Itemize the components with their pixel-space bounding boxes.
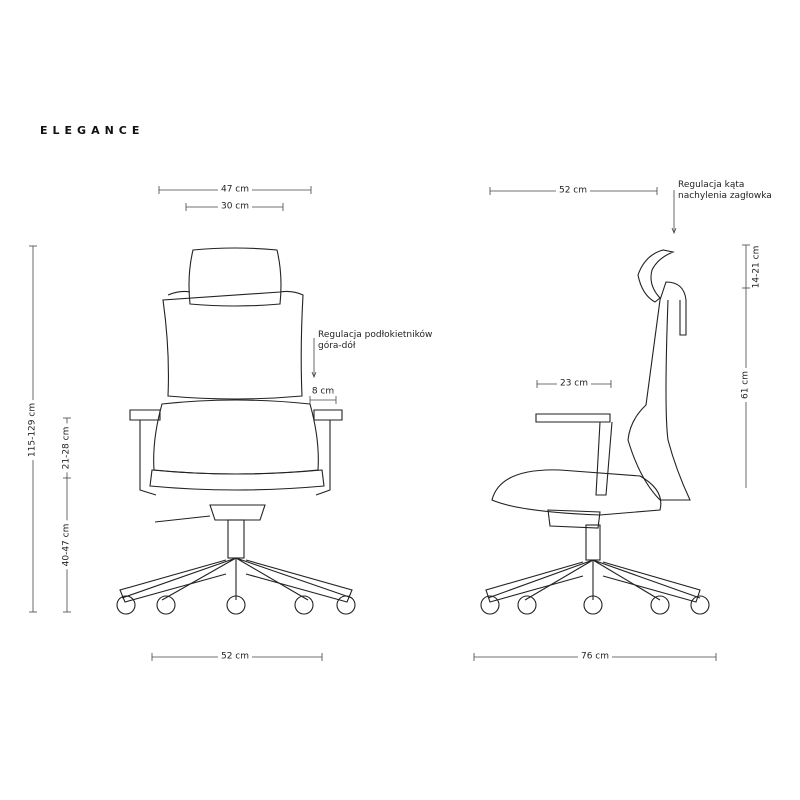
armrest-depth-label: 23 cm xyxy=(556,378,592,390)
base-depth-label: 76 cm xyxy=(577,651,613,663)
armrest-width-label: 8 cm xyxy=(311,386,335,397)
armrest-height-label: 21-28 cm xyxy=(61,423,73,473)
total-height-label: 115-129 cm xyxy=(27,399,39,461)
headrest-width-label: 30 cm xyxy=(217,201,253,213)
armrest-adjust-note: Regulacja podłokietników góra-dół xyxy=(318,330,433,351)
seat-height-label: 40-47 cm xyxy=(61,520,73,570)
front-chair xyxy=(116,247,356,615)
base-width-label: 52 cm xyxy=(217,651,253,663)
side-chair xyxy=(480,249,710,615)
back-height-label: 61 cm xyxy=(740,367,752,403)
side-wheels xyxy=(480,595,710,615)
headrest-angle-note: Regulacja kąta nachylenia zagłowka xyxy=(678,180,772,201)
product-title: ELEGANCE xyxy=(40,124,145,137)
front-wheels xyxy=(116,595,356,615)
headrest-adjust-label: 14-21 cm xyxy=(751,245,762,289)
depth-top-label: 52 cm xyxy=(555,185,591,197)
overall-width-label: 47 cm xyxy=(217,184,253,196)
